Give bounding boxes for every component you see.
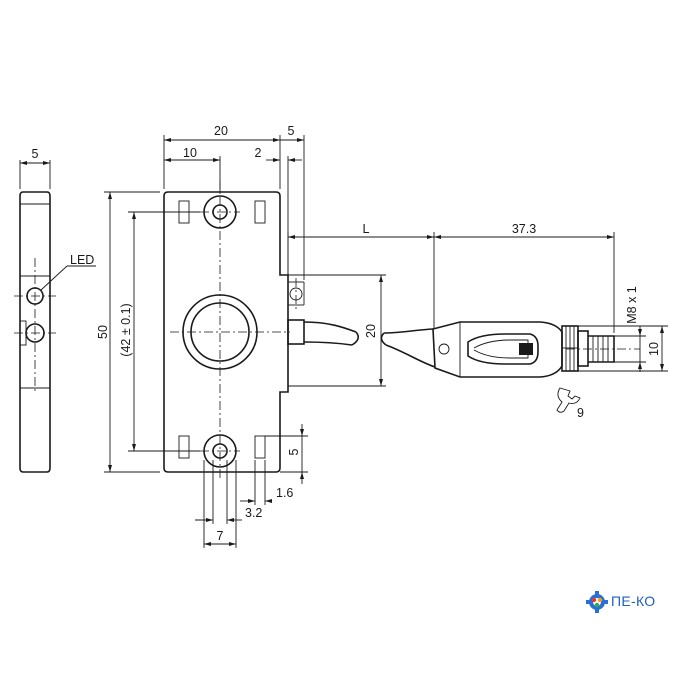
dim-thread: M8 x 1: [625, 286, 639, 324]
logo: ПЕ-КО: [584, 589, 670, 613]
cable: [303, 321, 436, 368]
dim-hole-spacing: (42 ± 0.1): [119, 303, 133, 356]
dim-7: 7: [217, 529, 224, 543]
dim-connector-diameter: 10: [647, 342, 661, 356]
led-indicator: [26, 287, 44, 305]
led-label: LED: [70, 253, 94, 267]
dim-total-height: 50: [96, 325, 110, 339]
dim-wrench-size: 9: [577, 406, 584, 420]
wrench-icon: [556, 387, 581, 413]
dim-step: 2: [255, 146, 262, 160]
logo-gear-icon: [586, 591, 608, 613]
dim-1-6: 1.6: [276, 486, 293, 500]
dim-side-width: 5: [32, 147, 39, 161]
dim-top-offset: 5: [288, 124, 295, 138]
dim-3-2: 3.2: [245, 506, 262, 520]
m8-connector: L 37.3 M8 x 1 10 9: [287, 222, 668, 420]
dim-hole-position: 10: [183, 146, 197, 160]
dim-bottom-5: 5: [287, 448, 301, 455]
dim-cable-length: L: [363, 222, 370, 236]
dim-top-width: 20: [214, 124, 228, 138]
brand-mark: [519, 343, 533, 355]
side-view: 5 LED: [14, 147, 96, 473]
dim-connector-length: 37.3: [512, 222, 536, 236]
front-view: 20 5 10 2 50 (42 ± 0.1) 20: [96, 124, 386, 548]
logo-text: ПЕ-КО: [611, 593, 656, 609]
dim-mid-height: 20: [364, 324, 378, 338]
